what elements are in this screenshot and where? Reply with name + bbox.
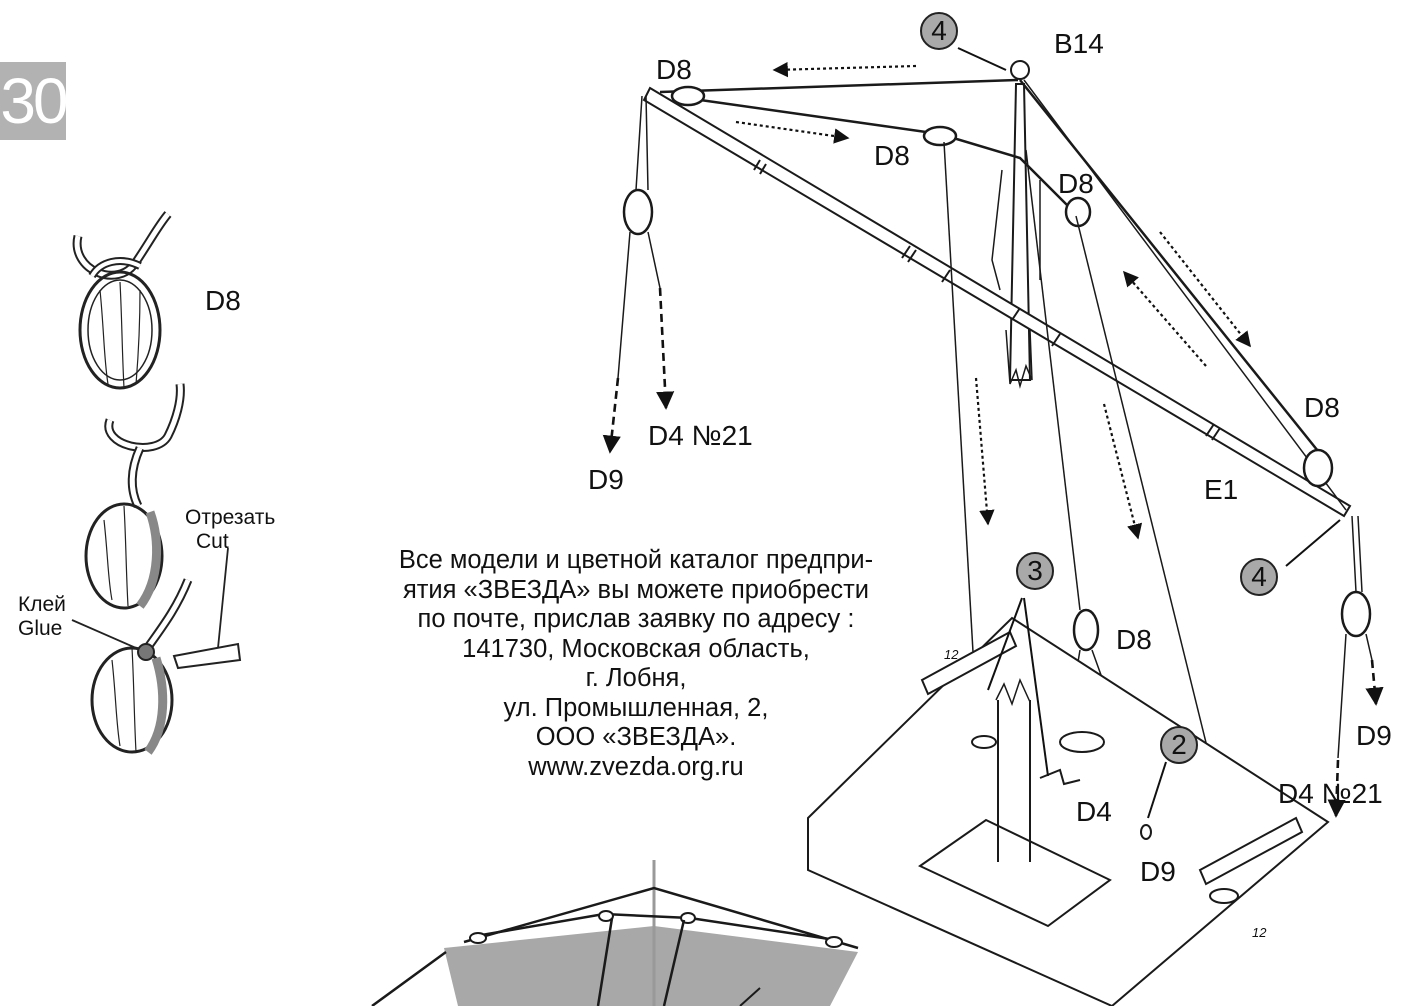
cut-label-en: Cut xyxy=(196,530,229,553)
sail-diagram xyxy=(371,860,859,1006)
block-right-hang xyxy=(1340,590,1372,638)
info-line: ООО «ЗВЕЗДА». xyxy=(535,723,737,751)
block-left-hang xyxy=(622,188,654,236)
step-badge-2: 2 xyxy=(1160,726,1198,764)
label-d4: D4 xyxy=(1076,796,1112,827)
glue-label-ru: Клей xyxy=(18,593,66,616)
block-d8-top-left xyxy=(670,85,706,107)
info-line: 141730, Московская область, xyxy=(462,634,810,663)
label-d4-21-right: D4 №21 xyxy=(1278,778,1383,809)
label-d8-low: D8 xyxy=(1116,624,1152,655)
block-d8-mid xyxy=(922,125,958,147)
label-d9-base: D9 xyxy=(1140,856,1176,887)
block-d8-tied-icon xyxy=(84,383,185,610)
block-d8-glued-icon xyxy=(90,578,242,755)
ordering-info: Все модели и цветной каталог предпри- ят… xyxy=(338,546,934,782)
website-link[interactable]: www.zvezda.org.ru xyxy=(528,752,744,781)
scale-label-12-right: 12 xyxy=(1252,925,1267,940)
info-line: ул. Промышленная, 2, xyxy=(503,693,769,722)
stub-mast xyxy=(997,700,1031,862)
glue-label-en: Glue xyxy=(18,617,63,640)
step-badge-4-top: 4 xyxy=(920,12,958,50)
cut-leader-line xyxy=(217,547,229,649)
block-d8-loop-icon xyxy=(72,211,172,390)
label-d8-mast: D8 xyxy=(1058,168,1094,199)
page-number: 30 xyxy=(0,62,66,140)
step-badge-3: 3 xyxy=(1016,552,1054,590)
knot-label-d8: D8 xyxy=(205,285,241,316)
info-line: по почте, прислав заявку по адресу : xyxy=(417,605,855,633)
label-d9-left: D9 xyxy=(588,464,624,495)
info-line: ятия «ЗВЕЗДА» вы можете приобрести xyxy=(402,575,870,604)
label-d8-top: D8 xyxy=(656,54,692,85)
block-d8-low xyxy=(1072,608,1100,652)
info-line: Все модели и цветной каталог предпри- xyxy=(398,546,874,574)
label-d8-mid: D8 xyxy=(874,140,910,171)
label-d9-right: D9 xyxy=(1356,720,1392,751)
label-e1: E1 xyxy=(1204,474,1239,505)
rigging-lines xyxy=(617,60,1373,1006)
mast xyxy=(1008,83,1032,381)
glue-leader-line xyxy=(71,619,137,649)
label-d8-right: D8 xyxy=(1304,392,1340,423)
sail-shade xyxy=(444,926,858,1006)
mast-truck xyxy=(1010,60,1030,80)
label-b14: B14 xyxy=(1054,28,1104,59)
knot-detail-drawing xyxy=(71,211,242,755)
cut-label-ru: Отрезать xyxy=(185,506,276,529)
mast-torn-end xyxy=(1005,329,1033,389)
scale-label-12-left: 12 xyxy=(944,647,959,662)
step-badge-4-right: 4 xyxy=(1240,558,1278,596)
info-line: г. Лобня, xyxy=(585,664,687,692)
label-d4-21-left: D4 №21 xyxy=(648,420,753,451)
block-d8-right xyxy=(1302,448,1334,488)
